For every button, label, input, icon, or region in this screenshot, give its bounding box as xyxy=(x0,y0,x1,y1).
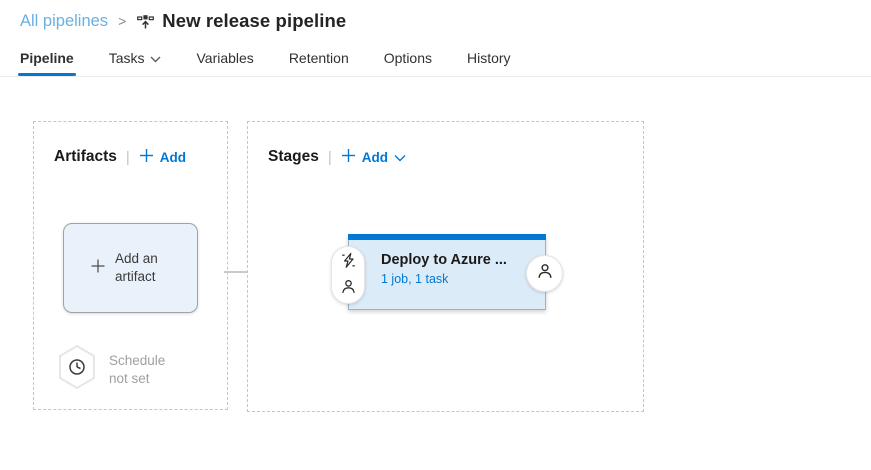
header-divider: | xyxy=(327,148,332,166)
add-artifact-card[interactable]: Add an artifact xyxy=(63,223,198,313)
person-icon xyxy=(537,263,553,284)
tab-options[interactable]: Options xyxy=(382,47,434,75)
stage-body: Deploy to Azure ... 1 job, 1 task xyxy=(349,235,545,288)
chevron-down-icon xyxy=(150,50,161,66)
stages-title: Stages xyxy=(268,148,319,165)
stage-card[interactable]: Deploy to Azure ... 1 job, 1 task xyxy=(331,234,563,310)
add-artifact-card-label: Add an artifact xyxy=(115,251,158,284)
tab-pipeline[interactable]: Pipeline xyxy=(18,47,76,76)
add-artifact-label: Add xyxy=(159,149,187,165)
artifacts-title: Artifacts xyxy=(54,148,117,165)
stages-panel: Stages | Add Deploy to Azure ... 1 j xyxy=(247,121,644,412)
add-stage-button[interactable]: Add xyxy=(341,148,406,166)
schedule-label: Schedule not set xyxy=(109,352,166,386)
tab-retention[interactable]: Retention xyxy=(287,47,351,75)
tab-label: Options xyxy=(383,50,432,66)
add-stage-label: Add xyxy=(361,149,388,165)
tab-label: History xyxy=(467,50,511,66)
release-pipeline-icon xyxy=(137,13,155,30)
tab-label: Tasks xyxy=(108,50,145,66)
chevron-down-icon xyxy=(394,150,406,165)
person-icon xyxy=(341,279,356,299)
add-artifact-button[interactable]: Add xyxy=(139,148,186,166)
stage-status-bar xyxy=(348,234,546,240)
post-deployment-conditions-button[interactable] xyxy=(526,255,563,292)
pre-deployment-conditions-button[interactable] xyxy=(331,246,365,304)
stages-panel-header: Stages | Add xyxy=(248,122,643,166)
tab-variables[interactable]: Variables xyxy=(194,47,255,75)
tab-history[interactable]: History xyxy=(465,47,513,75)
tab-label: Variables xyxy=(196,50,254,66)
lightning-icon xyxy=(341,252,356,274)
breadcrumb: All pipelines > New release pipeline xyxy=(0,0,871,42)
tab-tasks[interactable]: Tasks xyxy=(107,47,164,75)
breadcrumb-separator: > xyxy=(118,13,127,29)
header-divider: | xyxy=(125,148,130,166)
breadcrumb-all-pipelines-link[interactable]: All pipelines xyxy=(20,11,109,30)
plus-icon xyxy=(341,148,356,166)
clock-hexagon-icon xyxy=(56,344,98,395)
plus-icon xyxy=(90,258,106,279)
schedule-trigger[interactable]: Schedule not set xyxy=(56,344,181,395)
stage-jobs-tasks-link[interactable]: 1 job, 1 task xyxy=(381,272,449,286)
artifacts-panel-header: Artifacts | Add xyxy=(34,122,227,166)
artifacts-panel: Artifacts | Add Add an artifact xyxy=(33,121,228,410)
tab-label: Pipeline xyxy=(20,50,74,66)
page-title: New release pipeline xyxy=(162,10,347,31)
tab-bar: Pipeline Tasks Variables Retention Optio… xyxy=(0,47,871,77)
tab-label: Retention xyxy=(288,50,349,66)
stage-name: Deploy to Azure ... xyxy=(381,252,507,268)
plus-icon xyxy=(139,148,154,166)
